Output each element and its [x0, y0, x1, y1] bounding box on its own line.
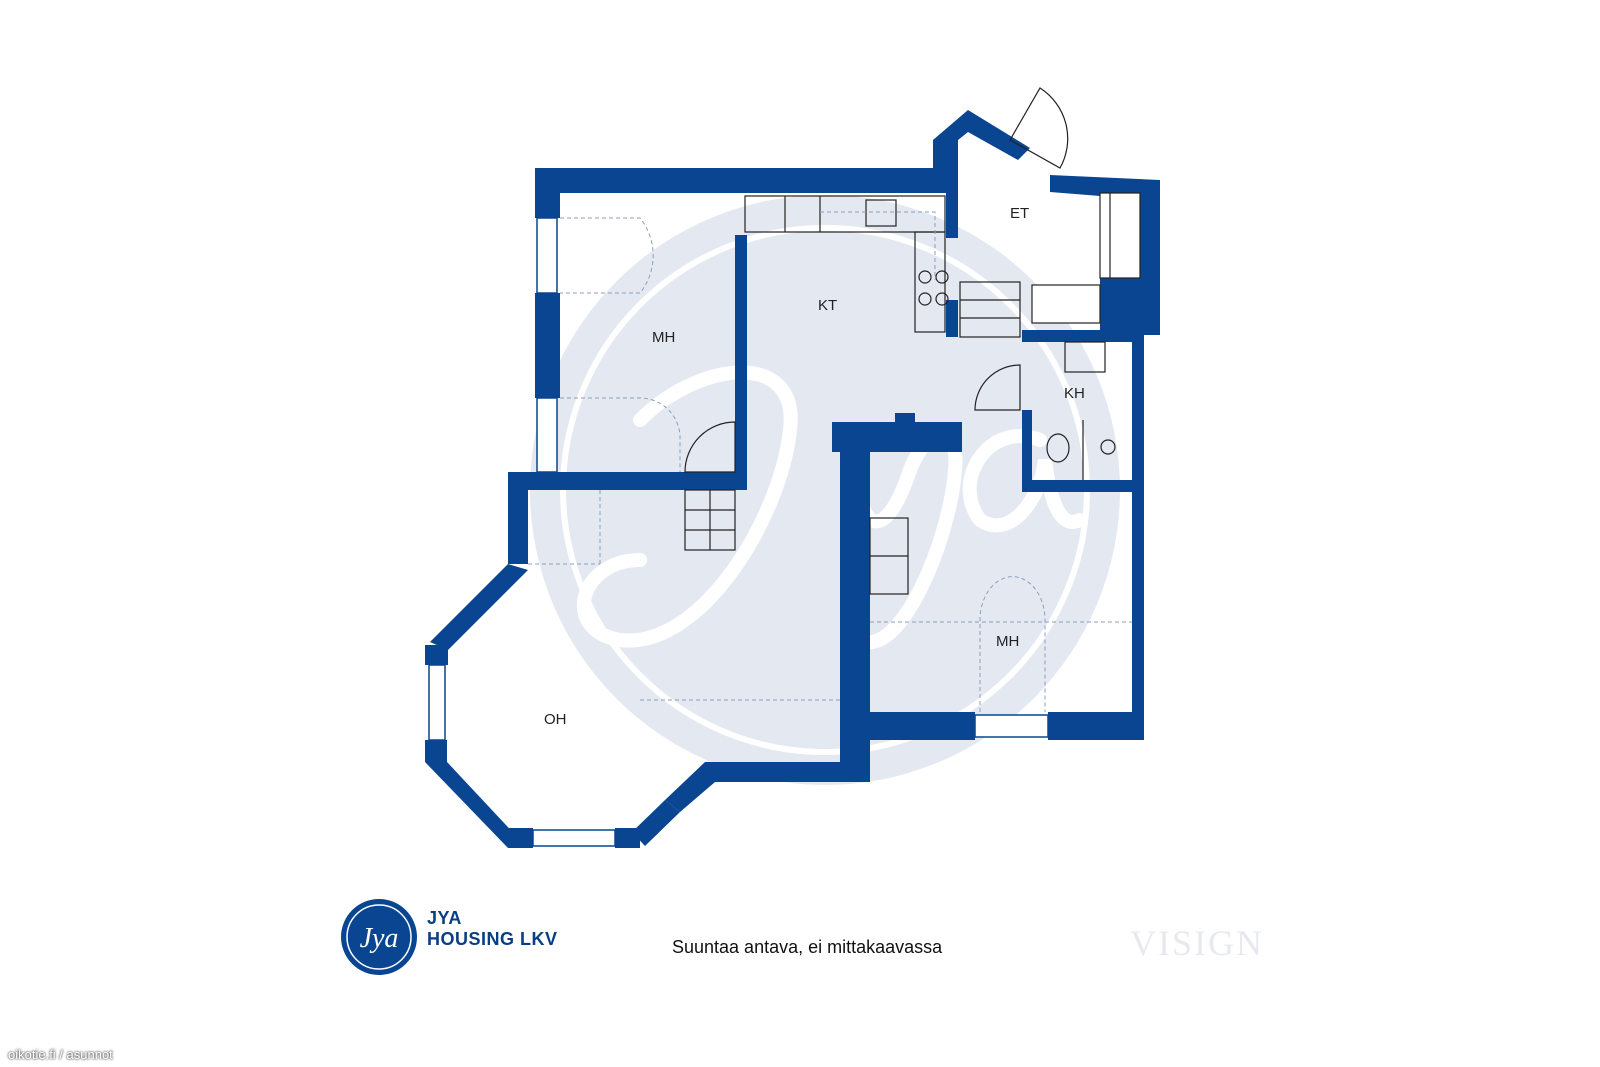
shower-icon [1100, 439, 1116, 455]
dashed-outlines [528, 211, 1132, 712]
windows [428, 217, 1049, 847]
door-kh [974, 364, 1021, 411]
jya-logo: Jya [341, 899, 417, 975]
stove-icon [918, 270, 932, 284]
scale-disclaimer: Suuntaa antava, ei mittakaavassa [672, 937, 943, 957]
source-credit: oikotie.fi / asunnot [8, 1047, 113, 1062]
staircase [684, 281, 1021, 595]
room-label-mh-top: MH [652, 329, 675, 346]
room-label-kh: KH [1064, 385, 1085, 402]
door-mh-top [684, 421, 736, 473]
sink-icon [865, 199, 897, 227]
room-label-kt: KT [818, 297, 837, 314]
vision-watermark: VISIGN [1130, 923, 1264, 963]
room-label-oh: OH [544, 711, 567, 728]
washbasin-icon [1064, 341, 1106, 373]
bathroom-fixtures [1046, 341, 1116, 480]
toilet-icon [1046, 433, 1070, 463]
brand-name-line1: JYA [427, 908, 462, 928]
brand-name-line2: HOUSING LKV [427, 929, 558, 949]
room-label-et: ET [1010, 205, 1029, 222]
logo-text: Jya [360, 923, 399, 954]
room-label-mh-bottom: MH [996, 633, 1019, 650]
walls [425, 110, 1160, 848]
kitchen-counter [744, 195, 949, 333]
doors [684, 87, 1069, 473]
room-labels: MH KT ET KH OH MH [544, 205, 1085, 728]
closet [1031, 192, 1141, 324]
brand-name: JYA HOUSING LKV [427, 908, 558, 950]
door-entrance [1009, 87, 1069, 169]
